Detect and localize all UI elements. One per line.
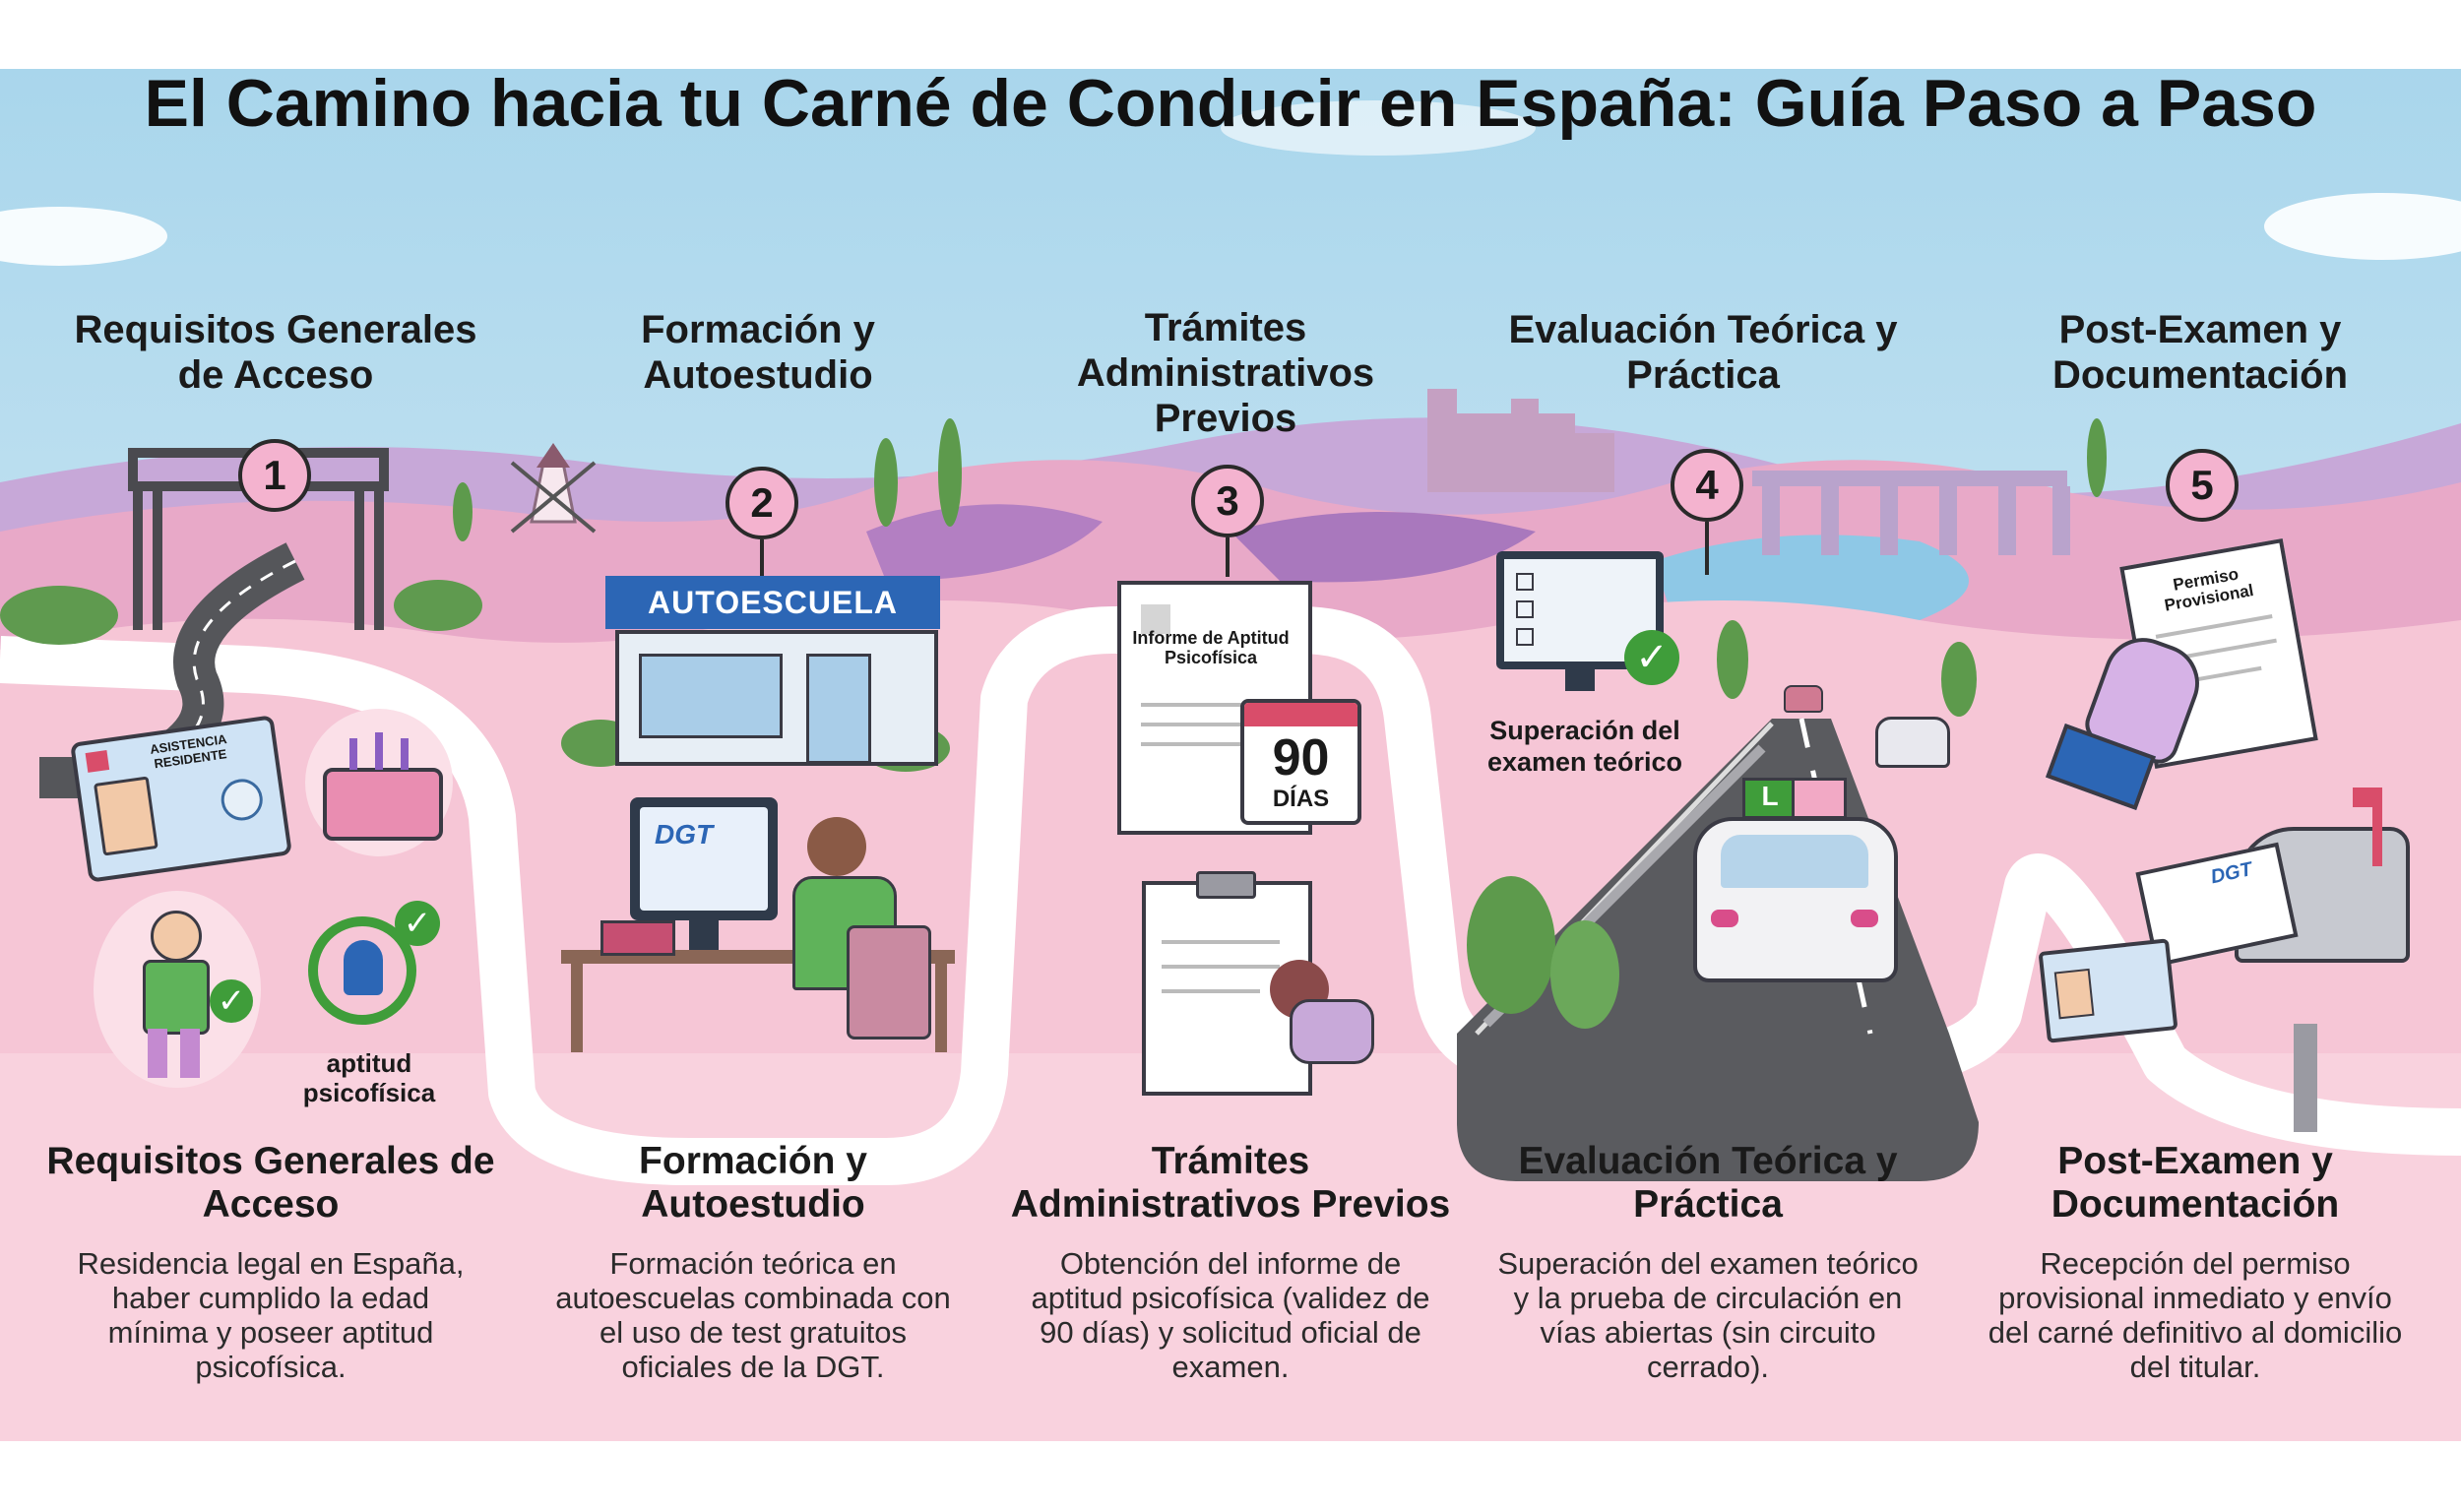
distant-car-icon: [1875, 717, 1950, 768]
step-2-heading: Formación y Autoestudio: [641, 308, 875, 397]
driving-school-icon: [615, 630, 938, 766]
step-3-pin: [1226, 537, 1230, 577]
school-sign: AUTOESCUELA: [605, 576, 940, 629]
step-5-description: Recepción del permiso provisional inmedi…: [1988, 1246, 2403, 1384]
calendar-unit: DÍAS: [1272, 786, 1330, 812]
step-3-description: Obtención del informe de aptitud psicofí…: [1031, 1246, 1430, 1384]
step-2-badge: 2: [726, 467, 798, 539]
aptitude-label: aptitud psicofísica: [302, 1048, 436, 1107]
exam-passed-label: Superación del examen teórico: [1486, 716, 1683, 777]
step-3-badge: 3: [1191, 465, 1264, 537]
dgt-logo-text: DGT: [655, 819, 714, 850]
exam-monitor-icon: ✓: [1496, 551, 1679, 699]
step-4-title: Evaluación Teórica y Práctica: [1518, 1140, 1898, 1226]
learner-plate: L: [1761, 781, 1779, 811]
step-3-title: Trámites Administrativos Previos: [1010, 1140, 1451, 1226]
page-title: El Camino hacia tu Carné de Conducir en …: [144, 66, 2317, 141]
report-title: Informe de Aptitud Psicofísica: [1132, 628, 1290, 667]
step-5-title: Post-Examen y Documentación: [2051, 1140, 2340, 1226]
computer-student-icon: [561, 797, 975, 1053]
step-3-heading: Trámites Administrativos Previos: [1076, 306, 1375, 440]
id-card-icon: ASISTENCIA RESIDENTE: [70, 715, 292, 883]
red-car-icon: [1784, 685, 1823, 713]
envelope-dgt: DGT: [2208, 858, 2254, 889]
person-strong-icon: ✓: [94, 891, 261, 1088]
id-card-label: ASISTENCIA RESIDENTE: [149, 731, 228, 772]
step-1-description: Residencia legal en España, haber cumpli…: [77, 1246, 465, 1384]
step-5-heading: Post-Examen y Documentación: [2051, 308, 2349, 397]
step-1-title: Requisitos Generales de Acceso: [46, 1140, 495, 1226]
step-2-description: Formación teórica en autoescuelas combin…: [555, 1246, 951, 1384]
step-2-pin: [760, 539, 764, 579]
clipboard-stamp-icon: [1142, 871, 1378, 1098]
permit-title: Permiso Provisional: [2163, 564, 2255, 615]
step-4-heading: Evaluación Teórica y Práctica: [1508, 308, 1898, 397]
aptitude-check-icon: ✓: [300, 901, 440, 1039]
step-4-description: Superación del examen teórico y la prueb…: [1497, 1246, 1919, 1384]
step-4-badge: 4: [1671, 449, 1743, 522]
calendar-icon: 90 DÍAS: [1240, 699, 1361, 825]
birthday-cake-icon: [305, 709, 453, 856]
license-card-icon: [2038, 938, 2178, 1043]
step-1-badge: 1: [238, 439, 311, 512]
step-5-badge: 5: [2166, 449, 2239, 522]
calendar-number: 90: [1272, 729, 1330, 787]
step-1-heading: Requisitos Generales de Acceso: [74, 308, 477, 397]
step-2-title: Formación y Autoestudio: [639, 1140, 867, 1226]
step-4-pin: [1705, 522, 1709, 575]
learner-car-icon: L: [1683, 778, 1900, 984]
